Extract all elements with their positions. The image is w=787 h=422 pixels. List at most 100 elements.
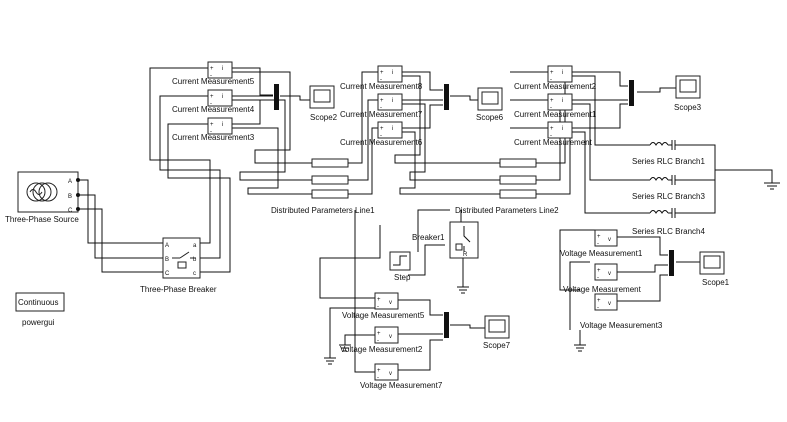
three-phase-source[interactable]: A B C xyxy=(17,171,80,214)
step-block[interactable] xyxy=(389,251,411,271)
current-measurement-7[interactable]: + i - xyxy=(377,93,403,111)
scope2-label: Scope2 xyxy=(310,113,338,122)
svg-text:v: v xyxy=(389,334,392,340)
series-rlc-branch-3[interactable] xyxy=(649,175,685,185)
current-measurement-1-label: Current Measurement1 xyxy=(514,110,597,119)
mux-right xyxy=(629,80,634,106)
svg-text:-: - xyxy=(377,304,379,310)
port-B: B xyxy=(68,194,72,200)
scope1[interactable] xyxy=(699,251,725,275)
powergui-label: powergui xyxy=(22,318,55,327)
current-measurement-4[interactable]: + i - xyxy=(207,89,233,107)
line2-label: Distributed Parameters Line2 xyxy=(455,206,559,215)
series-rlc-branch-1[interactable] xyxy=(649,140,685,150)
svg-text:i: i xyxy=(562,70,563,76)
svg-text:i: i xyxy=(222,66,223,72)
svg-text:+: + xyxy=(377,297,381,303)
svg-text:+: + xyxy=(550,70,554,76)
voltage-measurement-5-label: Voltage Measurement5 xyxy=(342,311,425,320)
three-phase-breaker-label: Three-Phase Breaker xyxy=(140,285,217,294)
current-measurement-3[interactable]: + i - xyxy=(207,117,233,135)
current-measurement-8[interactable]: + i - xyxy=(377,65,403,83)
voltage-measurement-5[interactable]: + v - xyxy=(374,292,399,310)
svg-text:-: - xyxy=(377,375,379,381)
ground-icon xyxy=(764,182,780,190)
voltage-measurement-7-label: Voltage Measurement7 xyxy=(360,381,443,390)
powergui-block[interactable]: Continuous xyxy=(15,292,65,312)
ground-icon xyxy=(324,357,336,365)
ground-icon xyxy=(457,286,469,294)
breaker1-label: Breaker1 xyxy=(412,233,445,242)
svg-text:i: i xyxy=(392,126,393,132)
scope7-label: Scope7 xyxy=(483,341,511,350)
series-rlc-branch-4-label: Series RLC Branch4 xyxy=(632,227,705,236)
current-measurement-6[interactable]: + i - xyxy=(377,121,403,139)
svg-text:-: - xyxy=(597,275,599,281)
series-rlc-branch-4[interactable] xyxy=(649,208,685,218)
svg-text:-: - xyxy=(210,101,212,107)
svg-text:-: - xyxy=(380,133,382,139)
distributed-parameters-line-1[interactable] xyxy=(300,158,355,199)
svg-text:i: i xyxy=(562,126,563,132)
svg-text:b: b xyxy=(193,257,197,263)
current-measurement-6-label: Current Measurement6 xyxy=(340,138,423,147)
distributed-parameters-line-2[interactable] xyxy=(462,158,555,199)
svg-text:-: - xyxy=(550,133,552,139)
svg-text:+: + xyxy=(210,122,214,128)
current-measurement-1[interactable]: + i - xyxy=(547,93,573,111)
voltage-measurement-7[interactable]: + v - xyxy=(374,363,399,381)
svg-text:+: + xyxy=(210,66,214,72)
current-measurement-4-label: Current Measurement4 xyxy=(172,105,255,114)
svg-text:i: i xyxy=(392,70,393,76)
svg-text:+: + xyxy=(550,98,554,104)
current-measurement-7-label: Current Measurement7 xyxy=(340,110,423,119)
svg-text:v: v xyxy=(608,301,611,307)
svg-text:-: - xyxy=(550,105,552,111)
svg-text:+: + xyxy=(597,268,601,274)
scope7[interactable] xyxy=(484,315,510,339)
svg-text:c: c xyxy=(193,271,196,277)
voltage-measurement[interactable]: + v - xyxy=(594,263,618,281)
svg-text:v: v xyxy=(608,237,611,243)
svg-text:i: i xyxy=(392,98,393,104)
series-rlc-branch-1-label: Series RLC Branch1 xyxy=(632,157,705,166)
svg-text:i: i xyxy=(562,98,563,104)
breaker1[interactable]: R xyxy=(449,221,479,259)
three-phase-breaker[interactable]: A B C a b c xyxy=(162,237,201,279)
series-rlc-branch-3-label: Series RLC Branch3 xyxy=(632,192,705,201)
svg-text:a: a xyxy=(193,243,197,249)
current-measurement-3-label: Current Measurement3 xyxy=(172,133,255,142)
scope3-label: Scope3 xyxy=(674,103,702,112)
scope2[interactable] xyxy=(309,85,335,109)
svg-text:-: - xyxy=(550,77,552,83)
current-measurement-5-label: Current Measurement5 xyxy=(172,77,255,86)
current-measurement-2-label: Current Measurement2 xyxy=(514,82,597,91)
svg-text:+: + xyxy=(380,126,384,132)
voltage-measurement-3[interactable]: + v - xyxy=(594,293,618,311)
voltage-measurement-2[interactable]: + v - xyxy=(374,326,399,344)
svg-text:v: v xyxy=(389,300,392,306)
current-measurement-8-label: Current Measurement8 xyxy=(340,82,423,91)
current-measurement-label: Current Measurement xyxy=(514,138,593,147)
svg-text:+: + xyxy=(377,331,381,337)
ground-icon xyxy=(574,344,586,352)
three-phase-source-label: Three-Phase Source xyxy=(5,215,79,224)
svg-text:i: i xyxy=(222,122,223,128)
current-measurement[interactable]: + i - xyxy=(547,121,573,139)
scope3[interactable] xyxy=(675,75,701,99)
svg-text:v: v xyxy=(389,371,392,377)
svg-text:+: + xyxy=(597,234,601,240)
svg-text:+: + xyxy=(377,368,381,374)
scope6[interactable] xyxy=(477,87,503,111)
voltage-measurement-2-label: Voltage Measurement2 xyxy=(340,345,423,354)
svg-text:R: R xyxy=(463,252,468,258)
svg-text:+: + xyxy=(380,70,384,76)
svg-text:+: + xyxy=(210,94,214,100)
line1-label: Distributed Parameters Line1 xyxy=(271,206,375,215)
port-A: A xyxy=(68,179,72,185)
current-measurement-5[interactable]: + i - xyxy=(207,61,233,79)
current-measurement-2[interactable]: + i - xyxy=(547,65,573,83)
voltage-measurement-1[interactable]: + v - xyxy=(594,229,618,247)
svg-text:-: - xyxy=(210,129,212,135)
